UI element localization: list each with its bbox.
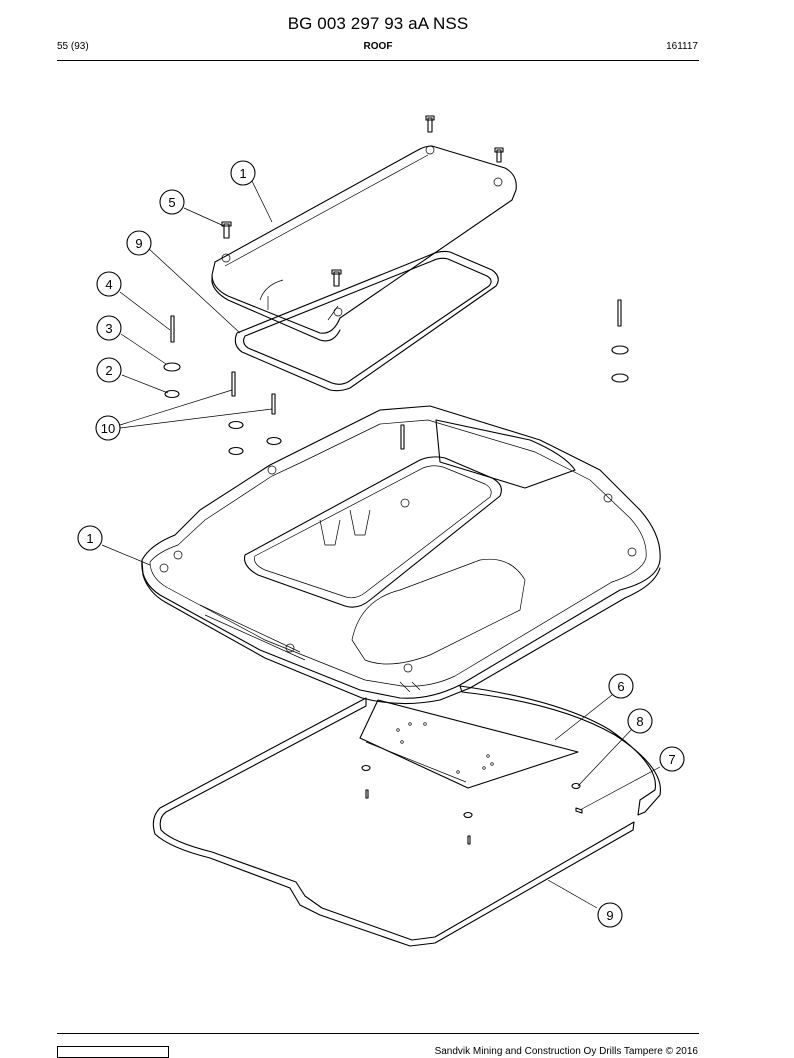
callout-label: 10 (101, 421, 115, 436)
roof-hatch-lid (211, 145, 517, 342)
header-rule (57, 60, 699, 61)
mounting-plate (359, 699, 579, 789)
callout-label: 8 (636, 714, 643, 729)
page-number: 55 (93) (57, 41, 89, 52)
roof-shell (141, 405, 661, 705)
plate-fasteners (361, 764, 583, 845)
document-date: 161117 (666, 41, 698, 52)
footer-rule (57, 1033, 699, 1034)
callout-label: 4 (105, 277, 112, 292)
callout-label: 9 (135, 236, 142, 251)
callout-label: 7 (668, 752, 675, 767)
callout-bubble: 5 (159, 189, 185, 215)
upper-seal-ring (234, 250, 499, 392)
callout-label: 6 (617, 679, 624, 694)
leader-lines (101, 180, 661, 909)
callout-label: 5 (168, 195, 175, 210)
callout-bubble: 10 (95, 415, 121, 441)
callout-label: 9 (606, 908, 613, 923)
callout-bubble: 9 (597, 902, 623, 928)
callout-label: 3 (105, 321, 112, 336)
callout-bubble: 8 (627, 708, 653, 734)
lower-seal-ring (152, 685, 661, 947)
copyright-notice: Sandvik Mining and Construction Oy Drill… (434, 1046, 698, 1057)
sandvik-logo (57, 1046, 169, 1058)
callout-label: 2 (105, 363, 112, 378)
callout-bubble: 1 (77, 525, 103, 551)
callout-label: 1 (86, 531, 93, 546)
callout-label: 1 (239, 166, 246, 181)
document-title: BG 003 297 93 aA NSS (287, 14, 469, 33)
callout-bubble: 2 (96, 357, 122, 383)
callout-bubble: 3 (96, 315, 122, 341)
fasteners (163, 115, 629, 456)
callout-bubble: 7 (659, 746, 685, 772)
callout-bubble: 6 (608, 673, 634, 699)
callout-bubble: 4 (96, 271, 122, 297)
section-title: ROOF (363, 41, 393, 52)
callout-bubble: 1 (230, 160, 256, 186)
callout-bubble: 9 (126, 230, 152, 256)
